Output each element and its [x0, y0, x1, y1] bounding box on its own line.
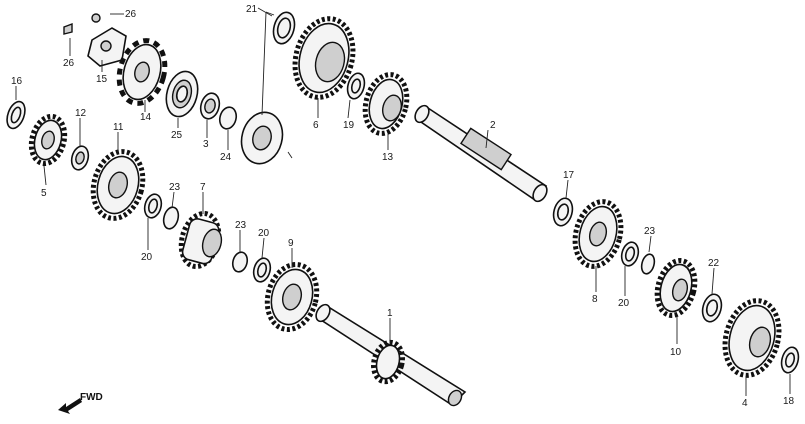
pin-26-icon [63, 22, 73, 35]
bearing-25 [165, 70, 199, 118]
label-18: 18 [783, 396, 795, 407]
sprocket-14 [116, 38, 168, 106]
label-4: 4 [742, 398, 748, 409]
label-23-mid: 23 [235, 220, 247, 231]
label-10: 10 [670, 347, 682, 358]
circlip-23-right [640, 253, 656, 275]
washer-20-left [143, 193, 163, 219]
label-20-left: 20 [141, 252, 153, 263]
countershaft-2 [414, 104, 548, 203]
label-21: 21 [246, 4, 258, 15]
fwd-label: FWD [80, 392, 103, 403]
label-8: 8 [592, 294, 598, 305]
washer-16 [6, 100, 26, 130]
bearing-housing [240, 111, 284, 165]
label-26-bolt: 26 [125, 9, 137, 20]
label-24: 24 [220, 152, 232, 163]
label-12: 12 [75, 108, 87, 119]
label-6: 6 [313, 120, 319, 131]
label-7: 7 [200, 182, 206, 193]
label-19: 19 [343, 120, 355, 131]
label-11: 11 [113, 122, 124, 133]
seal-3 [199, 92, 221, 120]
gear-9 [264, 262, 320, 332]
gear-4 [722, 298, 782, 378]
circlip-23-left [162, 206, 180, 230]
ring-24 [218, 106, 238, 130]
fwd-arrow-icon [58, 398, 82, 414]
label-15: 15 [96, 74, 108, 85]
label-2: 2 [490, 120, 496, 131]
label-17: 17 [563, 170, 575, 181]
label-14: 14 [140, 112, 152, 123]
gear-11 [90, 149, 146, 221]
bushing-12 [70, 145, 90, 171]
washer-20-right [620, 241, 640, 267]
label-25: 25 [171, 130, 183, 141]
leader-lines [15, 7, 791, 396]
label-20-right: 20 [618, 298, 630, 309]
gear-13 [362, 72, 410, 136]
label-1: 1 [387, 308, 393, 319]
gear-8 [572, 199, 624, 269]
gear-7 [178, 211, 223, 269]
label-9: 9 [288, 238, 294, 249]
mainshaft-1 [315, 303, 467, 407]
label-13: 13 [382, 152, 394, 163]
bracket-21 [261, 11, 293, 159]
label-5: 5 [41, 188, 47, 199]
washer-19 [346, 72, 366, 100]
label-3: 3 [203, 139, 209, 150]
washer-18 [780, 346, 800, 374]
washer-20-mid [252, 257, 272, 283]
gear-5 [28, 113, 68, 167]
label-23-right: 23 [644, 226, 656, 237]
label-16: 16 [11, 76, 23, 87]
washer-21 [272, 11, 296, 45]
washer-17 [552, 197, 574, 227]
label-22: 22 [708, 258, 720, 269]
circlip-23-mid [231, 251, 249, 273]
bolt-26-icon [91, 13, 101, 23]
label-20-mid: 20 [258, 228, 270, 239]
gear-6 [292, 16, 356, 100]
label-26-pin: 26 [63, 58, 75, 69]
washer-22 [701, 293, 723, 323]
gear-10 [654, 258, 698, 318]
label-23-left: 23 [169, 182, 181, 193]
